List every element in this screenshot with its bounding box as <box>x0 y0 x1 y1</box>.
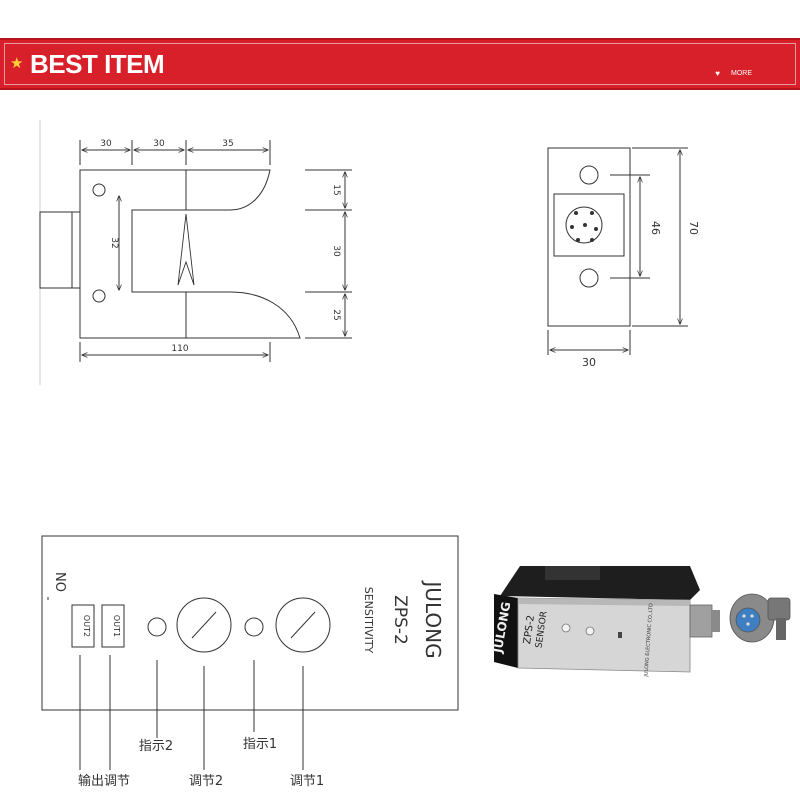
out1-box <box>101 604 125 648</box>
dim-right-1: 15 <box>331 184 341 195</box>
knob-1 <box>275 597 331 653</box>
sensor-top <box>500 566 700 600</box>
out1-label: OUT1 <box>112 615 121 637</box>
panel-diagram <box>41 535 459 770</box>
heart-icon: ♥ <box>715 69 720 78</box>
sensor-front-face <box>517 597 691 673</box>
dim-right-3: 25 <box>331 309 341 320</box>
connector-face <box>553 193 625 257</box>
dim-outer: 70 <box>687 221 700 235</box>
mount-hole-top <box>92 183 106 197</box>
dim-width: 30 <box>582 356 596 369</box>
body-outline <box>79 169 301 339</box>
out2-box <box>71 604 95 648</box>
dim-top-2: 30 <box>153 139 165 149</box>
side-view-dimensions: 46 70 30 <box>582 221 700 369</box>
dim-inner: 46 <box>649 221 662 235</box>
front-view-dimensions: 30 30 35 32 15 30 25 110 <box>100 139 341 354</box>
side-view-drawing <box>547 147 688 355</box>
product-photo <box>494 566 791 673</box>
panel-brand: JULONG <box>421 579 445 658</box>
callout-indicator-1: 指示1 <box>243 737 277 752</box>
knob-2 <box>176 597 232 653</box>
callout-output-adjust: 输出调节 <box>78 773 130 789</box>
sensor-left-face <box>494 594 518 668</box>
panel-sensitivity: SENSITIVITY <box>362 587 375 654</box>
indicator-1 <box>244 617 264 637</box>
photo-model: ZPS-2 <box>522 614 537 644</box>
indicator-2 <box>147 617 167 637</box>
callout-indicator-2: 指示2 <box>139 739 173 754</box>
dim-bottom: 110 <box>171 344 188 354</box>
panel-model: ZPS-2 <box>390 595 410 645</box>
more-link[interactable]: MORE <box>731 70 752 77</box>
panel-text: JULONG ZPS-2 SENSITIVITY NO OUT2 OUT1 指示… <box>52 572 445 789</box>
dim-top-1: 30 <box>100 139 112 149</box>
front-view-drawing <box>39 120 352 385</box>
dim-slot: 32 <box>109 237 119 248</box>
out2-label: OUT2 <box>82 615 91 637</box>
beam-arrow <box>177 213 195 286</box>
panel-outline <box>41 535 459 711</box>
side-hole-bottom <box>579 268 599 288</box>
banner-title: BEST ITEM <box>30 49 165 79</box>
best-item-banner: ★ BEST ITEM ♥ MORE <box>0 38 800 90</box>
banner-inner-border <box>4 43 796 85</box>
dim-right-2: 30 <box>331 245 341 257</box>
connector-block <box>39 211 81 289</box>
callout-adjust-1: 调节1 <box>290 774 324 789</box>
connector-pins <box>570 211 598 242</box>
star-icon: ★ <box>10 55 24 72</box>
sensor-connector <box>689 604 713 638</box>
side-hole-top <box>579 165 599 185</box>
photo-maker: JULONG ELECTRONIC CO.,LTD <box>643 603 654 678</box>
panel-no-label: NO <box>52 572 67 592</box>
dim-top-3: 35 <box>222 139 233 149</box>
callout-adjust-2: 调节2 <box>189 774 223 789</box>
connector-circle <box>565 206 603 244</box>
side-outline <box>547 147 631 327</box>
mount-hole-bottom <box>92 289 106 303</box>
